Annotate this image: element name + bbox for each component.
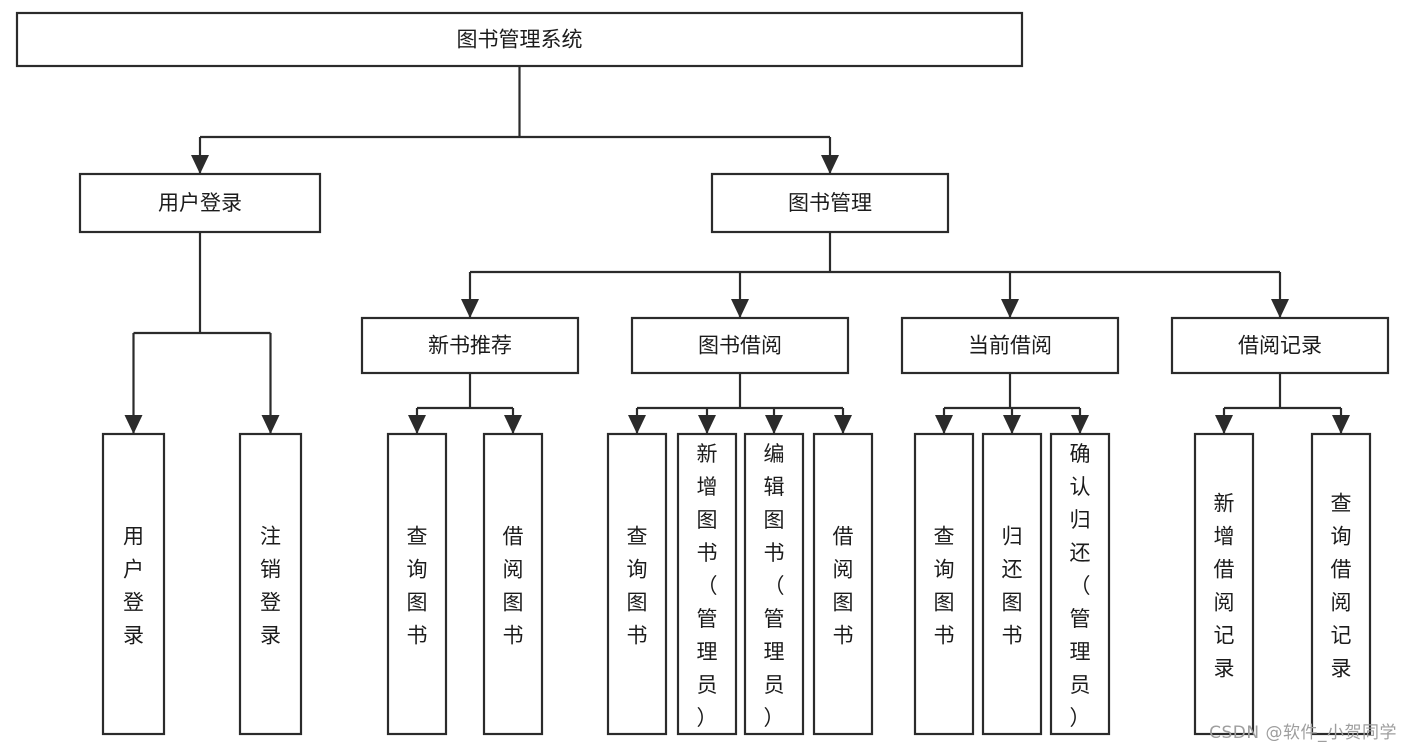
arrowhead-归还图书 (1003, 415, 1021, 434)
node-label-新书推荐: 新书推荐 (428, 334, 512, 358)
node-label-用户登录: 用户登录 (158, 191, 242, 215)
node-用户登录[interactable]: 用户登录 (78, 172, 322, 234)
arrowhead-用户登录 (191, 155, 209, 174)
node-编辑图书管理员[interactable]: 编辑图书（管理员） (743, 432, 805, 736)
node-查询图书[interactable]: 查询图书 (913, 432, 975, 736)
node-label-查询借阅记录: 查询借阅记录 (1331, 492, 1352, 681)
node-借阅图书[interactable]: 借阅图书 (482, 432, 544, 736)
node-借阅图书[interactable]: 借阅图书 (812, 432, 874, 736)
node-box-借阅图书[interactable] (482, 432, 544, 736)
node-box-新增借阅记录[interactable] (1193, 432, 1255, 736)
node-label-当前借阅: 当前借阅 (968, 334, 1052, 358)
arrowhead-用户登录 (124, 415, 143, 434)
node-box-查询借阅记录[interactable] (1310, 432, 1372, 736)
node-查询图书[interactable]: 查询图书 (606, 432, 668, 736)
node-box-图书管理[interactable] (710, 172, 950, 234)
node-label-图书管理: 图书管理 (788, 191, 872, 215)
arrowhead-注销登录 (261, 415, 280, 434)
node-归还图书[interactable]: 归还图书 (981, 432, 1043, 736)
arrowhead-图书管理 (821, 155, 839, 174)
node-新书推荐[interactable]: 新书推荐 (360, 316, 580, 375)
node-查询借阅记录[interactable]: 查询借阅记录 (1310, 432, 1372, 736)
node-box-借阅图书[interactable] (812, 432, 874, 736)
node-查询图书[interactable]: 查询图书 (386, 432, 448, 736)
arrowhead-查询图书 (935, 415, 953, 434)
node-新增图书管理员[interactable]: 新增图书（管理员） (676, 432, 738, 736)
arrowhead-查询图书 (628, 415, 646, 434)
node-box-用户登录[interactable] (78, 172, 322, 234)
node-box-归还图书[interactable] (981, 432, 1043, 736)
arrowhead-借阅记录 (1271, 299, 1289, 318)
node-label-确认归还管理员: 确认归还（管理员） (1070, 442, 1091, 730)
node-label-查询图书: 查询图书 (934, 525, 955, 648)
node-label-归还图书: 归还图书 (1002, 525, 1023, 648)
node-确认归还管理员[interactable]: 确认归还（管理员） (1049, 432, 1111, 736)
node-借阅记录[interactable]: 借阅记录 (1170, 316, 1390, 375)
node-图书借阅[interactable]: 图书借阅 (630, 316, 850, 375)
node-label-图书管理系统: 图书管理系统 (457, 28, 583, 52)
node-用户登录[interactable]: 用户登录 (101, 432, 166, 736)
node-当前借阅[interactable]: 当前借阅 (900, 316, 1120, 375)
node-box-图书借阅[interactable] (630, 316, 850, 375)
arrowhead-当前借阅 (1001, 299, 1019, 318)
node-label-图书借阅: 图书借阅 (698, 334, 782, 358)
node-box-当前借阅[interactable] (900, 316, 1120, 375)
node-box-确认归还管理员[interactable] (1049, 432, 1111, 736)
node-label-用户登录: 用户登录 (123, 525, 144, 648)
node-label-借阅记录: 借阅记录 (1238, 334, 1322, 358)
node-label-查询图书: 查询图书 (627, 525, 648, 648)
node-图书管理系统[interactable]: 图书管理系统 (15, 11, 1024, 68)
connectors-layer (124, 66, 1350, 434)
arrowhead-图书借阅 (731, 299, 749, 318)
node-box-查询图书[interactable] (913, 432, 975, 736)
node-新增借阅记录[interactable]: 新增借阅记录 (1193, 432, 1255, 736)
node-label-新增图书管理员: 新增图书（管理员） (697, 442, 718, 730)
node-label-借阅图书: 借阅图书 (503, 525, 524, 648)
arrowhead-查询借阅记录 (1332, 415, 1350, 434)
node-box-查询图书[interactable] (606, 432, 668, 736)
node-box-用户登录[interactable] (101, 432, 166, 736)
arrowhead-新书推荐 (461, 299, 479, 318)
node-图书管理[interactable]: 图书管理 (710, 172, 950, 234)
node-注销登录[interactable]: 注销登录 (238, 432, 303, 736)
arrowhead-新增借阅记录 (1215, 415, 1233, 434)
node-box-新书推荐[interactable] (360, 316, 580, 375)
node-label-编辑图书管理员: 编辑图书（管理员） (764, 442, 785, 730)
nodes-layer: 图书管理系统用户登录用户登录注销登录图书管理新书推荐查询图书借阅图书图书借阅查询… (15, 11, 1390, 736)
node-label-注销登录: 注销登录 (260, 525, 281, 648)
node-box-借阅记录[interactable] (1170, 316, 1390, 375)
arrowhead-新增图书管理员 (698, 415, 716, 434)
node-box-注销登录[interactable] (238, 432, 303, 736)
node-box-图书管理系统[interactable] (15, 11, 1024, 68)
node-label-新增借阅记录: 新增借阅记录 (1214, 492, 1235, 681)
node-label-查询图书: 查询图书 (407, 525, 428, 648)
arrowhead-编辑图书管理员 (765, 415, 783, 434)
node-label-借阅图书: 借阅图书 (833, 525, 854, 648)
arrowhead-借阅图书 (504, 415, 522, 434)
node-box-新增图书管理员[interactable] (676, 432, 738, 736)
node-box-查询图书[interactable] (386, 432, 448, 736)
arrowhead-查询图书 (408, 415, 426, 434)
arrowhead-借阅图书 (834, 415, 852, 434)
node-box-编辑图书管理员[interactable] (743, 432, 805, 736)
arrowhead-确认归还管理员 (1071, 415, 1089, 434)
